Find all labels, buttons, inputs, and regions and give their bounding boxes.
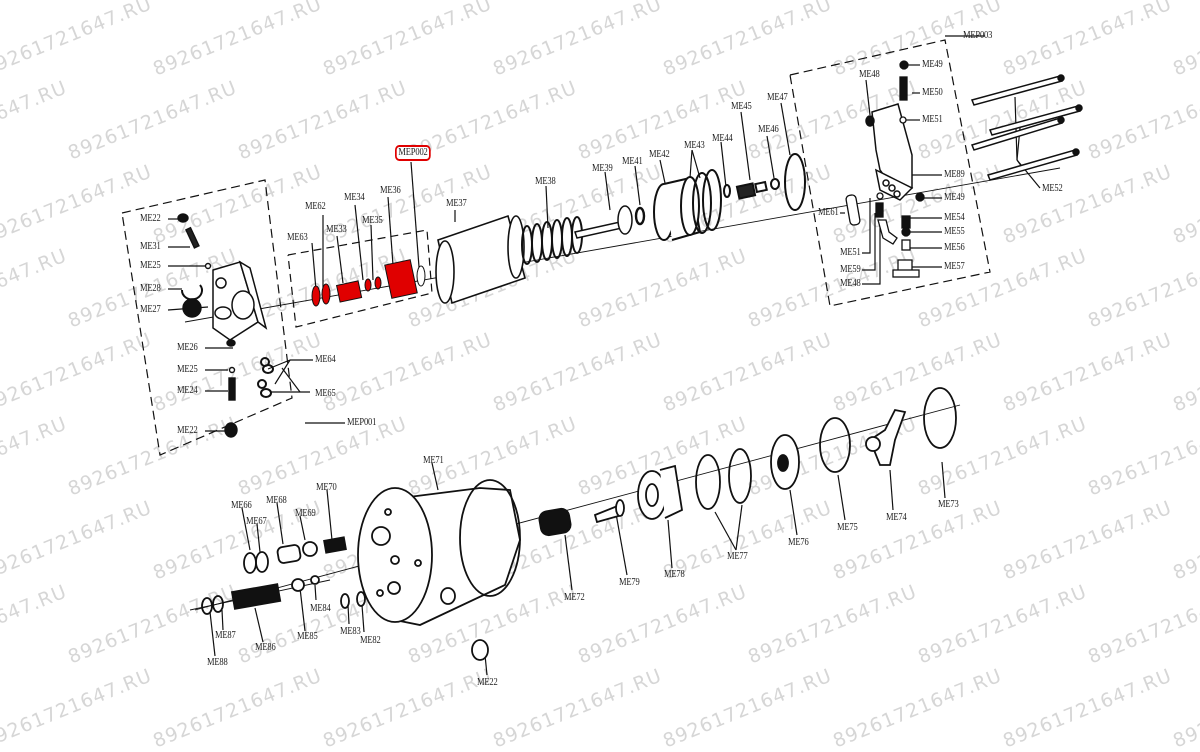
part-label-me89[interactable]: ME89 xyxy=(944,169,965,180)
part-label-me64[interactable]: ME64 xyxy=(315,354,336,365)
cylinder-me37 xyxy=(435,214,526,305)
part-label-me82[interactable]: ME82 xyxy=(360,635,381,646)
part-label-me66[interactable]: ME66 xyxy=(231,500,252,511)
parts-mep003 xyxy=(845,60,925,278)
piston-me42-me43 xyxy=(653,169,722,241)
stem-me39 xyxy=(574,205,646,239)
valve-block-mep001 xyxy=(212,260,268,347)
part-label-me70[interactable]: ME70 xyxy=(316,482,337,493)
part-label-me87[interactable]: ME87 xyxy=(215,630,236,641)
part-label-me38[interactable]: ME38 xyxy=(535,176,556,187)
part-label-me76[interactable]: ME76 xyxy=(788,537,809,548)
diagram-drawing xyxy=(121,35,1083,676)
part-label-me65[interactable]: ME65 xyxy=(315,388,336,399)
parts-lower-left xyxy=(201,536,366,615)
part-label-me56[interactable]: ME56 xyxy=(944,242,965,253)
part-label-me61[interactable]: ME61 xyxy=(818,207,839,218)
parts-lower-right xyxy=(471,387,957,661)
part-label-me34[interactable]: ME34 xyxy=(344,192,365,203)
valve-parts-me44-me47 xyxy=(723,153,806,211)
part-label-me73[interactable]: ME73 xyxy=(938,499,959,510)
part-label-me36[interactable]: ME36 xyxy=(380,185,401,196)
part-label-me33[interactable]: ME33 xyxy=(326,224,347,235)
part-label-me77[interactable]: ME77 xyxy=(727,551,748,562)
part-label-me62[interactable]: ME62 xyxy=(305,201,326,212)
part-label-me84[interactable]: ME84 xyxy=(310,603,331,614)
part-label-me43[interactable]: ME43 xyxy=(684,140,705,151)
part-label-me75[interactable]: ME75 xyxy=(837,522,858,533)
part-label-me37[interactable]: ME37 xyxy=(446,198,467,209)
part-label-me63[interactable]: ME63 xyxy=(287,232,308,243)
parts-mep001 xyxy=(177,213,274,438)
body-me71 xyxy=(357,479,521,626)
part-label-me49[interactable]: ME49 xyxy=(922,59,943,70)
mep003-boundary xyxy=(789,39,991,307)
part-label-me22[interactable]: ME22 xyxy=(177,425,198,436)
part-label-me45[interactable]: ME45 xyxy=(731,101,752,112)
part-label-me88[interactable]: ME88 xyxy=(207,657,228,668)
part-label-me57[interactable]: ME57 xyxy=(944,261,965,272)
part-label-me54[interactable]: ME54 xyxy=(944,212,965,223)
part-label-me74[interactable]: ME74 xyxy=(886,512,907,523)
part-label-me72[interactable]: ME72 xyxy=(564,592,585,603)
part-label-me78[interactable]: ME78 xyxy=(664,569,685,580)
assembly-label-mep001[interactable]: MEP001 xyxy=(347,417,377,428)
bracket-me89 xyxy=(865,103,914,201)
part-label-me68[interactable]: ME68 xyxy=(266,495,287,506)
part-label-me25[interactable]: ME25 xyxy=(177,364,198,375)
part-label-me46[interactable]: ME46 xyxy=(758,124,779,135)
part-label-me71[interactable]: ME71 xyxy=(423,455,444,466)
part-label-me85[interactable]: ME85 xyxy=(297,631,318,642)
part-label-me83[interactable]: ME83 xyxy=(340,626,361,637)
part-label-me55[interactable]: ME55 xyxy=(944,226,965,237)
part-label-me47[interactable]: ME47 xyxy=(767,92,788,103)
part-label-me86[interactable]: ME86 xyxy=(255,642,276,653)
parts-mep002 xyxy=(311,259,426,307)
part-label-me27[interactable]: ME27 xyxy=(140,304,161,315)
part-label-me26[interactable]: ME26 xyxy=(177,342,198,353)
assembly-label-mep003[interactable]: MEP003 xyxy=(963,30,993,41)
part-label-me69[interactable]: ME69 xyxy=(295,508,316,519)
part-label-me22[interactable]: ME22 xyxy=(477,677,498,688)
part-label-me50[interactable]: ME50 xyxy=(922,87,943,98)
part-label-me42[interactable]: ME42 xyxy=(649,149,670,160)
part-label-me48[interactable]: ME48 xyxy=(859,69,880,80)
assembly-label-mep002-highlighted[interactable]: MEP002 xyxy=(395,145,432,161)
part-label-me51[interactable]: ME51 xyxy=(922,114,943,125)
part-label-me52[interactable]: ME52 xyxy=(1042,183,1063,194)
part-label-me25[interactable]: ME25 xyxy=(140,260,161,271)
part-label-me31[interactable]: ME31 xyxy=(140,241,161,252)
part-label-me28[interactable]: ME28 xyxy=(140,283,161,294)
mep001-boundary xyxy=(121,179,293,456)
spring-me38 xyxy=(521,216,583,265)
part-label-me41[interactable]: ME41 xyxy=(622,156,643,167)
part-label-me67[interactable]: ME67 xyxy=(246,516,267,527)
part-label-me22[interactable]: ME22 xyxy=(140,213,161,224)
part-label-me24[interactable]: ME24 xyxy=(177,385,198,396)
part-label-me59[interactable]: ME59 xyxy=(840,264,861,275)
part-label-me35[interactable]: ME35 xyxy=(362,215,383,226)
rods-me52 xyxy=(970,74,1083,181)
part-label-me44[interactable]: ME44 xyxy=(712,133,733,144)
part-label-me39[interactable]: ME39 xyxy=(592,163,613,174)
part-label-me79[interactable]: ME79 xyxy=(619,577,640,588)
part-label-me48[interactable]: ME48 xyxy=(840,278,861,289)
part-label-me51[interactable]: ME51 xyxy=(840,247,861,258)
part-label-me49[interactable]: ME49 xyxy=(944,192,965,203)
